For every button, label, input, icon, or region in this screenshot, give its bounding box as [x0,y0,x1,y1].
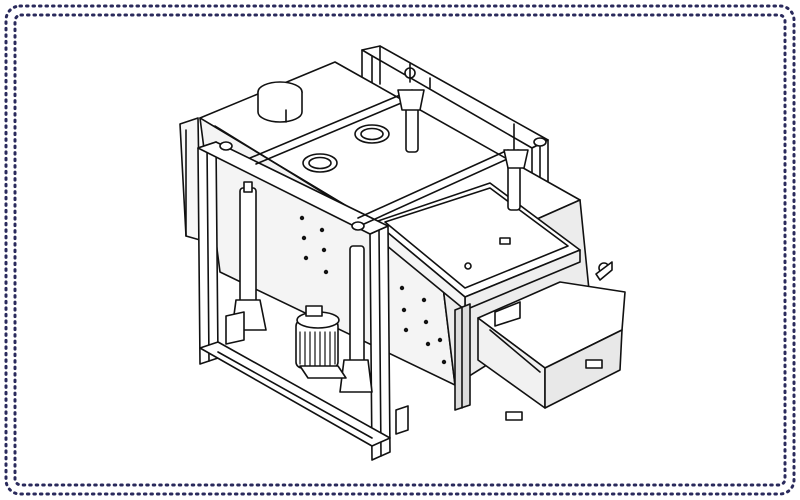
discharge-chute [477,281,626,421]
dotted-border-inner [13,13,787,487]
cover-lid [374,182,581,311]
vibration-motor [295,305,347,379]
front-flange [454,303,471,411]
front-frame [197,141,391,461]
inlet-pipe [257,81,303,123]
inspection-ports [302,124,390,173]
left-side-plate [179,117,201,241]
lifting-lug [595,261,613,281]
dotted-border-outer [4,4,796,496]
top-rods [249,89,515,225]
suspension-dampers [231,89,529,393]
base-brackets [225,311,409,435]
bolt-holes [299,215,447,365]
